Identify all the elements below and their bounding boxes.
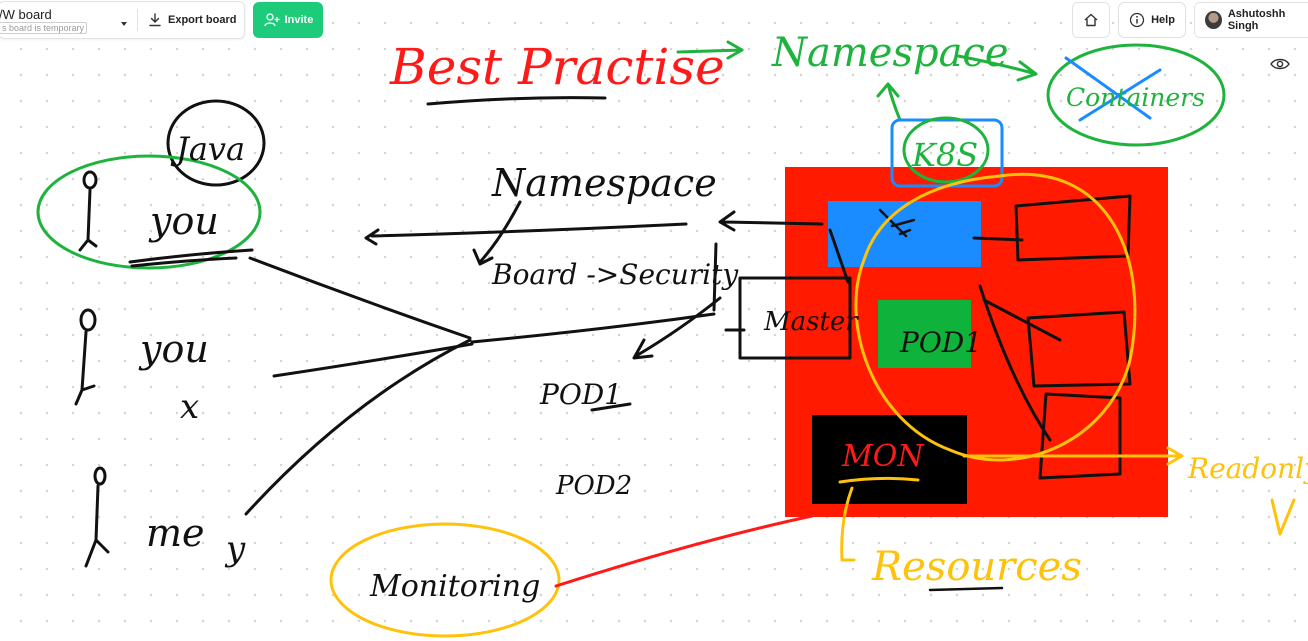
master-arrow [712,242,718,312]
user-name: Ashutoshh Singh [1227,8,1286,32]
board-name-dropdown[interactable]: /W board s board is temporary [0,7,133,34]
readonly-check [1270,498,1296,536]
master-text: Master [763,307,859,337]
info-icon [1129,12,1145,28]
arrow-k8s-namespace [876,82,902,122]
board-temporary-badge: s board is temporary [0,21,88,34]
mon-text: MON [841,439,925,474]
home-button[interactable] [1072,2,1110,38]
export-board-label: Export board [168,14,237,26]
top-right-toolbar: Help Ashutoshh Singh [1072,2,1308,38]
toolbar-divider [137,9,138,31]
heading-text: Best Practise [389,38,725,96]
readonly-text: Readonly [1187,452,1308,485]
add-user-icon [263,13,280,27]
k8s-green-circle [902,116,990,184]
namespace-top-text: Namespace [771,30,1009,76]
line-you2-hub [272,342,474,378]
invite-button[interactable]: Invite [253,2,324,38]
home-icon [1084,13,1098,27]
node-box-2 [1026,310,1132,388]
eye-icon[interactable] [1270,57,1290,71]
readonly-arrow [962,446,1184,466]
namespace-to-board-arrow [472,200,522,266]
board-menu: /W board s board is temporary Export boa… [0,1,246,39]
pod-underline [590,402,632,412]
resources-underline [928,586,1004,592]
download-icon [149,13,161,27]
monitoring-red-line [554,514,814,588]
board-title: /W board [0,6,52,22]
you-text-2: you [138,327,209,371]
help-label: Help [1151,14,1175,26]
you-green-circle [36,154,262,270]
containers-text: Containers [1066,83,1205,112]
board-security-text: Board ->Security [491,258,739,291]
stick-figure-3 [84,466,110,568]
x-text-2: y [224,529,246,569]
whiteboard-shapes: Best Practise Namespace Containers K8S J… [36,30,1308,638]
k8s-text: K8S [911,136,978,174]
black-box[interactable] [812,415,967,504]
top-left-toolbar: /W board s board is temporary Export boa… [0,1,324,39]
you-text-1: you [148,199,219,243]
java-circle [166,99,266,187]
containers-cross [1064,56,1162,122]
arrow-namespace-containers [956,54,1038,82]
you-underline [128,248,254,268]
namespace-arrow-line [364,222,688,246]
monitoring-text: Monitoring [369,569,540,604]
line-hub-master [470,312,716,344]
pod2-text: POD2 [555,471,632,501]
node-box-3 [1038,392,1122,480]
pod-arrow [632,296,722,360]
pod-green-text: POD1 [899,326,982,359]
java-text: Java [170,130,245,168]
resources-bracket [840,486,856,562]
line-me-hub [244,338,472,516]
green-box[interactable] [878,300,971,368]
blue-to-left-arrow [718,210,824,232]
blue-box-scribble [878,208,916,238]
stick-figure-2 [74,308,97,406]
user-profile-button[interactable]: Ashutoshh Singh [1194,2,1308,38]
avatar [1205,11,1222,29]
master-box [738,276,852,360]
heading-underline [426,96,607,106]
mon-underline [838,476,920,484]
blue-to-node-lines [972,236,1062,442]
namespace-mid-text: Namespace [491,161,717,205]
line-you-hub [248,256,472,340]
master-connector [724,228,850,332]
chevron-down-icon[interactable] [119,19,129,29]
stick-figure-1 [78,170,98,252]
export-board-button[interactable]: Export board [148,13,236,27]
me-text: me [146,511,205,555]
containers-circle [1046,43,1226,147]
monitoring-circle [329,522,561,638]
invite-label: Invite [284,14,314,26]
help-button[interactable]: Help [1118,2,1186,38]
arrow-heading-namespace [676,40,744,60]
pod1-text: POD1 [539,378,622,411]
x-text-1: x [180,387,199,427]
resources-text: Resources [871,544,1082,590]
